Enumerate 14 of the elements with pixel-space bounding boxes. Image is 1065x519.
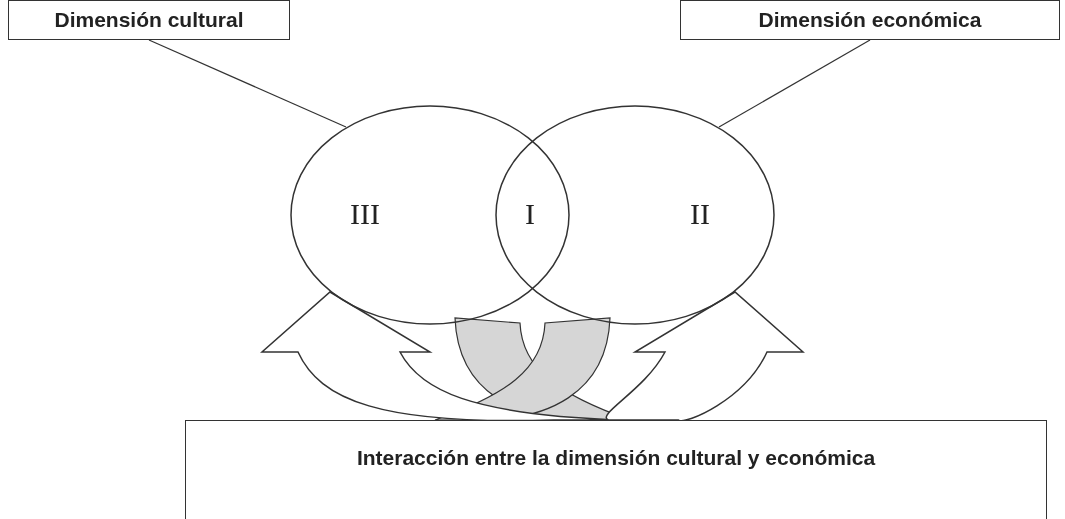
- venn-ellipse: [495, 105, 775, 325]
- box-label: Dimensión económica: [758, 8, 982, 32]
- text-box: [8, 0, 290, 40]
- block-arrow: [605, 291, 804, 422]
- box-label: Interacción entre la dimensión cultural y económica: [355, 445, 877, 470]
- venn-ellipse: [290, 105, 570, 325]
- text-box: [680, 0, 1060, 40]
- region-numeral: III: [350, 197, 380, 231]
- region-numeral: I: [525, 197, 535, 231]
- box-label: Dimensión cultural: [54, 8, 244, 32]
- text-box: [185, 420, 1047, 519]
- region-numeral: II: [690, 197, 710, 231]
- leader-line: [718, 39, 871, 128]
- leader-line: [148, 39, 347, 128]
